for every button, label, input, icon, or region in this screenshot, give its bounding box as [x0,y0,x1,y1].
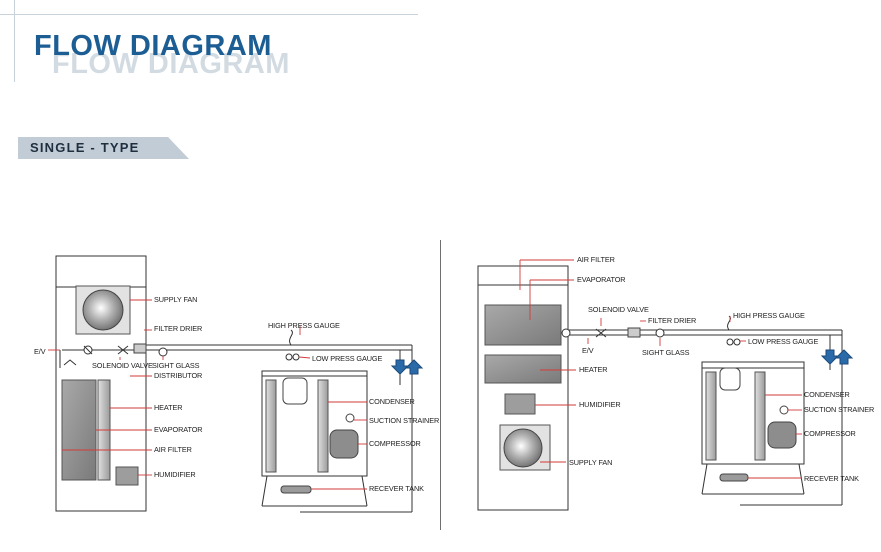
left-label-compressor: COMPRESSOR [369,439,421,448]
left-label-air-filter: AIR FILTER [154,445,192,454]
right-evaporator-coil [484,304,562,346]
right-label-ev: E/V [582,346,594,355]
left-label-humidifier: HUMIDIFIER [154,470,196,479]
right-label-solenoid-valve: SOLENOID VALVE [588,305,649,314]
left-receiver-tank [280,485,312,494]
right-up-arrow-icon [834,349,854,365]
right-label-high-press-gauge: HIGH PRESS GAUGE [733,311,805,320]
right-receiver-tank [719,473,749,482]
right-label-air-filter: AIR FILTER [577,255,615,264]
left-label-solenoid-valve: SOLENOID VALVE [92,361,153,370]
right-humidifier [504,393,536,415]
left-label-low-press-gauge: LOW PRESS GAUGE [312,354,383,363]
right-compressor [767,421,797,449]
left-label-condenser: CONDENSER [369,397,415,406]
right-label-suction-strainer: SUCTION STRAINER [804,405,874,414]
left-label-high-press-gauge: HIGH PRESS GAUGE [268,321,340,330]
left-down-arrow-icon [390,359,410,375]
right-receiver-cylinder [719,367,741,391]
header-vertical-rule [14,0,15,82]
left-label-supply-fan: SUPPLY FAN [154,295,197,304]
header-rule [0,14,418,15]
title-shadow: FLOW DIAGRAM [52,48,290,80]
right-condensing-unit [701,361,805,465]
left-label-evaporator: EVAPORATOR [154,425,202,434]
right-label-humidifier: HUMIDIFIER [579,400,621,409]
left-label-sight-glass: SIGHT GLASS [152,361,200,370]
right-label-low-press-gauge: LOW PRESS GAUGE [748,337,819,346]
left-humidifier [115,466,139,486]
left-diagram [55,255,424,513]
left-label-ev: E/V [34,347,46,356]
left-label-heater: HEATER [154,403,182,412]
page-title: FLOW DIAGRAM [34,30,272,62]
section-ribbon [18,137,189,159]
left-leader-lines [48,299,367,490]
right-leader-lines [519,259,802,479]
left-evaporator-coil [61,379,97,481]
right-label-heater: HEATER [579,365,607,374]
right-label-receiver-tank: RECEVER TANK [804,474,859,483]
left-supply-fan-icon [82,289,124,331]
right-label-filter-drier: FILTER DRIER [648,316,696,325]
right-diagram [477,265,854,511]
right-supply-fan-icon [503,428,543,468]
left-up-arrow-icon [404,359,424,375]
right-down-arrow-icon [820,349,840,365]
left-compressor [329,429,359,459]
left-cabinet [55,255,147,512]
right-cabinet [477,265,569,511]
right-label-sight-glass: SIGHT GLASS [642,348,690,357]
left-condensing-unit [261,370,368,477]
diagram-divider [440,240,441,530]
left-label-suction-strainer: SUCTION STRAINER [369,416,439,425]
left-label-filter-drier: FILTER DRIER [154,324,202,333]
section-label: SINGLE - TYPE [30,140,140,155]
right-label-supply-fan: SUPPLY FAN [569,458,612,467]
right-heater-coil [484,354,562,384]
right-label-compressor: COMPRESSOR [804,429,856,438]
left-label-distributor: DISTRIBUTOR [154,371,202,380]
left-receiver-cylinder [282,377,308,405]
right-label-evaporator: EVAPORATOR [577,275,625,284]
right-label-condenser: CONDENSER [804,390,850,399]
left-label-receiver-tank: RECEVER TANK [369,484,424,493]
